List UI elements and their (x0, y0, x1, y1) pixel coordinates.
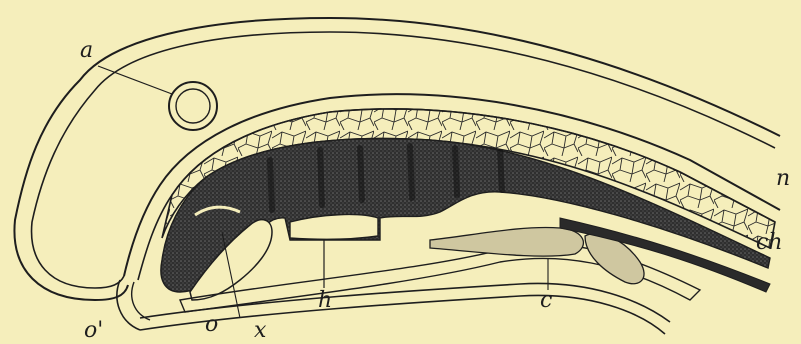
label-a: a (80, 40, 93, 62)
label-o: o (205, 314, 218, 336)
label-ch: ch (756, 232, 783, 254)
label-x: x (254, 320, 266, 342)
label-o-prime: o' (84, 320, 103, 342)
fold-o-prime (117, 280, 150, 330)
label-h: h (318, 290, 332, 312)
structure-a (98, 66, 217, 130)
label-c: c (540, 290, 552, 312)
label-n: n (776, 168, 790, 190)
cavity-h (290, 215, 378, 288)
